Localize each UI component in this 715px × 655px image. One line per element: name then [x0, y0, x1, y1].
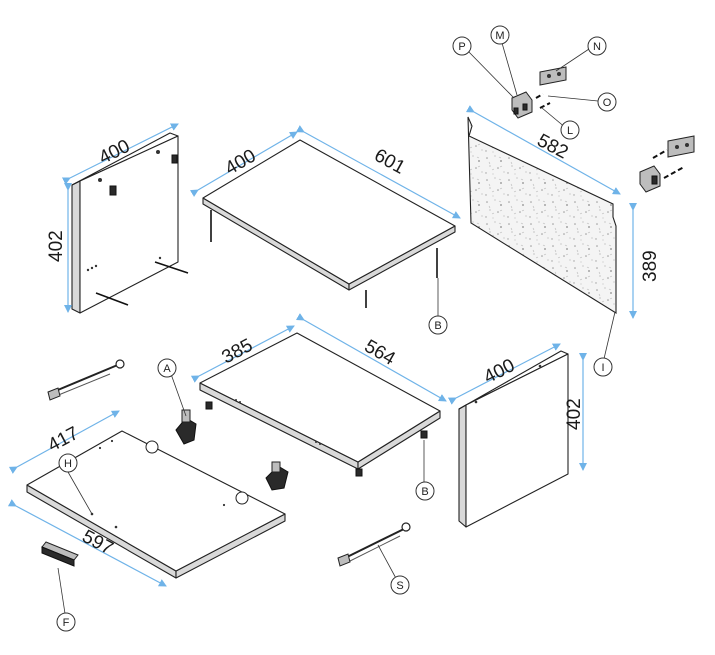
back-width-arrow [465, 105, 621, 195]
bottom-depth-label: 417 [44, 423, 82, 456]
svg-text:S: S [396, 580, 403, 592]
shelf-width-arrow [295, 313, 447, 402]
back-height-label: 389 [640, 250, 661, 282]
shelf-panel: 385 564 [190, 313, 447, 477]
right-side-panel: 400 402 [447, 343, 587, 528]
callout-B-top: B [428, 315, 448, 335]
shelf-width-label: 564 [361, 336, 399, 370]
left-side-panel: 400 402 [46, 123, 189, 314]
callout-I: I [593, 357, 613, 377]
callout-N: N [587, 36, 607, 56]
bottom-panel: 417 597 [7, 410, 286, 587]
callout-F: F [56, 612, 76, 632]
svg-text:F: F [63, 617, 70, 629]
callout-leaders [57, 42, 616, 621]
hanger-hardware-right [639, 135, 695, 193]
callout-S: S [390, 575, 410, 595]
back-panel: 582 389 [465, 105, 661, 319]
left-side-width-arrow [61, 123, 179, 185]
svg-text:B: B [434, 320, 441, 332]
bottom-width-arrow [7, 499, 167, 587]
handle-part [41, 541, 79, 567]
svg-text:P: P [458, 41, 465, 53]
hanger-hardware-detail [511, 66, 567, 119]
top-depth-arrow [189, 131, 298, 197]
bottom-depth-arrow [8, 410, 120, 474]
stay-rod-lower [337, 522, 411, 567]
svg-text:N: N [593, 41, 601, 53]
svg-text:O: O [603, 97, 612, 109]
right-side-height-label: 402 [564, 398, 585, 430]
callout-P: P [452, 36, 472, 56]
svg-text:A: A [163, 363, 171, 375]
svg-text:L: L [567, 125, 573, 137]
callout-O: O [597, 92, 617, 112]
callout-B-shelf: B [415, 481, 435, 501]
stay-rod-upper [47, 359, 125, 401]
left-side-height-label: 402 [46, 230, 67, 262]
svg-text:H: H [64, 458, 72, 470]
top-width-label: 601 [371, 145, 409, 179]
right-side-width-arrow [447, 343, 561, 405]
callout-H: H [58, 453, 78, 473]
svg-text:B: B [421, 486, 428, 498]
shelf-depth-arrow [190, 325, 295, 383]
callout-A: A [157, 358, 177, 378]
callout-L: L [560, 120, 580, 140]
callout-M: M [490, 25, 510, 45]
top-panel: 400 601 [189, 125, 461, 308]
svg-text:I: I [601, 362, 604, 374]
top-width-arrow [295, 125, 461, 219]
svg-text:M: M [495, 30, 504, 42]
